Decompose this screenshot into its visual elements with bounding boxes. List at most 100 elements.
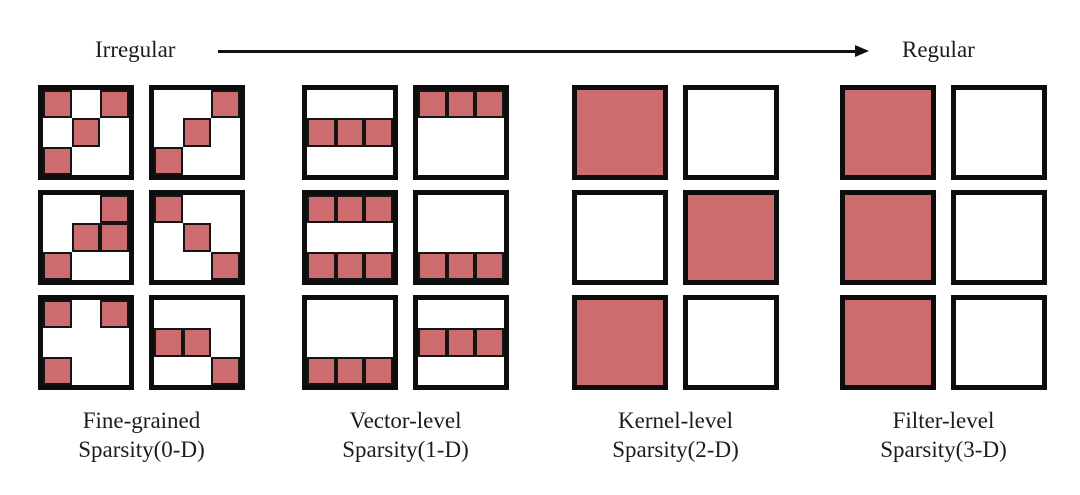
weight-cell-kept xyxy=(335,118,365,147)
weight-cell-pruned xyxy=(154,252,183,280)
irregular-label: Irregular xyxy=(95,37,176,62)
kernel-row xyxy=(302,190,509,285)
kernel-row xyxy=(302,295,509,390)
kernel-fine-grained-r2-k1 xyxy=(149,295,245,390)
column-label-line: Filter-level xyxy=(892,408,995,433)
weight-cell-pruned xyxy=(475,147,504,175)
kernel-kernel-level-r2-k0 xyxy=(572,295,668,390)
weight-cell-kept xyxy=(100,223,129,252)
weight-cell-pruned xyxy=(211,118,240,146)
weight-cell-pruned xyxy=(183,300,212,328)
weight-cell-pruned xyxy=(364,300,393,328)
weight-cell-kept xyxy=(182,118,212,147)
arrow-right-icon xyxy=(855,45,869,57)
weight-cell-kept xyxy=(475,251,504,280)
kernel-grid-filter-level xyxy=(840,85,1047,390)
weight-cell-pruned xyxy=(72,90,101,118)
weight-cell-pruned xyxy=(447,223,476,251)
column-label-line: Sparsity(3-D) xyxy=(880,437,1007,462)
kernel-filter-level-r1-k1 xyxy=(951,190,1047,285)
weight-cell-pruned xyxy=(43,195,72,223)
kernel-kernel-level-r2-k1 xyxy=(683,295,779,390)
weight-cell-pruned xyxy=(211,328,240,356)
weight-cell-kept xyxy=(307,118,336,147)
kernel-fine-grained-r1-k0 xyxy=(38,190,134,285)
weight-cell-kept xyxy=(418,328,447,357)
weight-cell-pruned xyxy=(336,147,365,175)
kernel-fine-grained-r0-k0 xyxy=(38,85,134,180)
weight-cell-pruned xyxy=(307,223,336,251)
weight-cell-pruned xyxy=(447,300,476,328)
kernel-row xyxy=(840,85,1047,180)
column-label-line: Sparsity(2-D) xyxy=(612,437,739,462)
weight-cell-kept xyxy=(364,195,393,224)
kernel-filter-level-r0-k0 xyxy=(840,85,936,180)
weight-cell-kept xyxy=(154,328,183,357)
weight-cell-kept xyxy=(446,328,476,357)
weight-cell-pruned xyxy=(72,328,101,356)
weight-cell-kept xyxy=(364,251,393,280)
kernel-row xyxy=(840,295,1047,390)
weight-cell-pruned xyxy=(307,328,336,356)
weight-cell-kept xyxy=(43,146,72,175)
weight-cell-kept xyxy=(211,356,240,385)
weight-cell-pruned xyxy=(211,300,240,328)
weight-cell-pruned xyxy=(100,118,129,146)
weight-cell-kept xyxy=(364,356,393,385)
weight-cell-pruned xyxy=(183,252,212,280)
weight-cell-kept xyxy=(475,328,504,357)
weight-cell-pruned xyxy=(418,223,447,251)
kernel-row xyxy=(572,190,779,285)
irregular-to-regular-arrow-line xyxy=(218,50,858,53)
kernel-filter-level-r0-k1 xyxy=(951,85,1047,180)
weight-cell-pruned xyxy=(72,357,101,385)
weight-cell-pruned xyxy=(475,357,504,385)
weight-cell-kept xyxy=(418,90,447,119)
kernel-row xyxy=(38,190,245,285)
weight-cell-pruned xyxy=(183,357,212,385)
weight-cell-pruned xyxy=(43,223,72,251)
weight-cell-pruned xyxy=(211,195,240,223)
kernel-vector-level-r0-k1 xyxy=(413,85,509,180)
kernel-fine-grained-r2-k0 xyxy=(38,295,134,390)
weight-cell-pruned xyxy=(418,195,447,223)
kernel-kernel-level-r1-k1 xyxy=(683,190,779,285)
kernel-fine-grained-r1-k1 xyxy=(149,190,245,285)
weight-cell-pruned xyxy=(307,147,336,175)
weight-cell-pruned xyxy=(364,328,393,356)
weight-cell-pruned xyxy=(211,147,240,175)
weight-cell-kept xyxy=(307,195,336,224)
kernel-kernel-level-r0-k0 xyxy=(572,85,668,180)
weight-cell-pruned xyxy=(336,328,365,356)
weight-cell-pruned xyxy=(43,328,72,356)
weight-cell-pruned xyxy=(475,195,504,223)
weight-cell-kept xyxy=(43,90,72,119)
weight-cell-pruned xyxy=(72,195,101,223)
kernel-filter-level-r1-k0 xyxy=(840,190,936,285)
weight-cell-pruned xyxy=(154,300,183,328)
weight-cell-pruned xyxy=(447,118,476,146)
weight-cell-kept xyxy=(475,90,504,119)
weight-cell-pruned xyxy=(418,357,447,385)
weight-cell-kept xyxy=(335,251,365,280)
kernel-vector-level-r2-k0 xyxy=(302,295,398,390)
weight-cell-kept xyxy=(154,195,183,224)
weight-cell-kept xyxy=(100,195,129,224)
kernel-vector-level-r0-k0 xyxy=(302,85,398,180)
weight-cell-pruned xyxy=(364,90,393,118)
weight-cell-kept xyxy=(43,356,72,385)
kernel-filter-level-r2-k0 xyxy=(840,295,936,390)
kernel-row xyxy=(38,85,245,180)
kernel-fine-grained-r0-k1 xyxy=(149,85,245,180)
weight-cell-pruned xyxy=(336,90,365,118)
weight-cell-kept xyxy=(182,328,212,357)
weight-cell-pruned xyxy=(364,147,393,175)
weight-cell-pruned xyxy=(72,252,101,280)
weight-cell-kept xyxy=(418,251,447,280)
weight-cell-pruned xyxy=(307,90,336,118)
